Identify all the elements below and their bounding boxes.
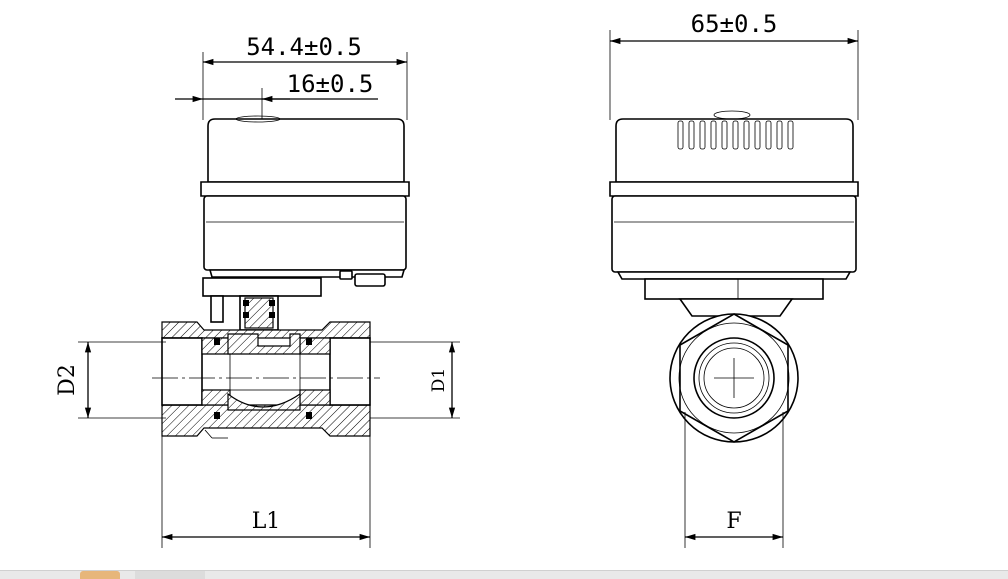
- valve-hex-body: [669, 313, 799, 443]
- coupling-bracket-front: [202, 277, 322, 331]
- d1-label: D1: [429, 368, 449, 392]
- actuator-housing-side: [609, 110, 859, 280]
- taskbar-strip: [0, 570, 1008, 579]
- actuator-housing-front: [200, 115, 410, 287]
- vent-slots: [677, 120, 794, 150]
- offset-label: 16±0.5: [287, 70, 374, 98]
- coupling-bracket-side: [644, 278, 824, 317]
- dimension-l1: L1: [161, 436, 371, 548]
- taskbar-app-icon[interactable]: [80, 571, 120, 579]
- f-label: F: [726, 509, 741, 534]
- dimension-overall-width-front: 54.4±0.5: [202, 33, 408, 120]
- side-view: 65±0.5: [609, 10, 859, 548]
- dimension-overall-width-side: 65±0.5: [609, 10, 859, 120]
- side-width-label: 65±0.5: [691, 10, 778, 38]
- valve-body-front: [161, 321, 371, 439]
- d2-label: D2: [55, 364, 80, 396]
- overall-width-label: 54.4±0.5: [246, 33, 362, 61]
- l1-label: L1: [252, 509, 281, 534]
- taskbar-segment[interactable]: [135, 571, 205, 579]
- dimension-offset: 16±0.5: [175, 70, 378, 142]
- dimension-f: F: [684, 412, 784, 548]
- dimension-d2: D2: [55, 341, 166, 419]
- dimension-d1: D1: [370, 341, 460, 419]
- front-view: 54.4±0.5 16±0.5: [55, 33, 460, 548]
